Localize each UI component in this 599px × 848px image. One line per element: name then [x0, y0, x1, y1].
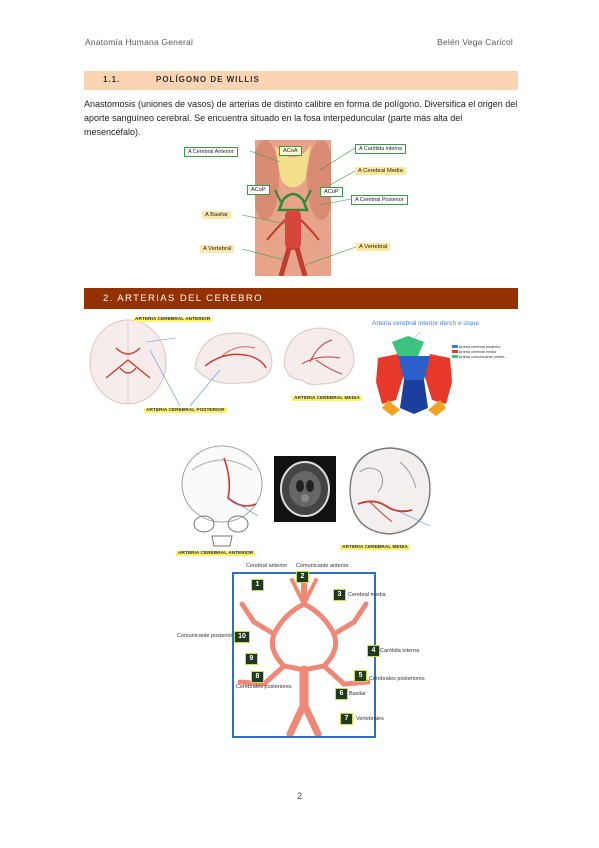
colored-brain-legend: Arteria cerebral posterior Arteria cereb…: [452, 345, 507, 360]
row1-label-anterior: ARTERIA CEREBRAL ANTERIOR: [133, 317, 213, 322]
label-vertebral-left: A Vertebral: [200, 245, 235, 253]
label-cerebral-media-fig: Cerebral media: [348, 592, 386, 598]
numbered-willis-drawing: [237, 578, 371, 736]
badge-3: 3: [333, 589, 346, 601]
brain-medial-image: [194, 332, 273, 384]
row1-right-title: Arteria cerebral interior derch e izque: [372, 320, 479, 327]
header-left: Anatomía Humana General: [85, 37, 194, 47]
label-vertebrales: Vertebrales: [356, 716, 384, 722]
label-carotida-interna-fig: Carótida interna: [380, 648, 420, 654]
row2-label-media: ARTERIA CEREBRAL MEDIA: [340, 545, 410, 550]
label-comunicante-anterior: Comunicante anterior: [296, 563, 349, 569]
label-basilar: A Basilar: [202, 211, 231, 219]
section-1-title: POLÍGONO DE WILLIS: [156, 75, 260, 84]
definition-paragraph: Anastomosis (uniones de vasos) de arteri…: [84, 99, 518, 137]
label-cerebral-anterior-top: Cerebral anterior: [246, 563, 288, 569]
label-cerebrales-posteriores-left: Cerebrales posteriores: [236, 684, 292, 690]
legend-media: Arteria cerebral media: [458, 350, 497, 354]
ct-scan-image: [274, 456, 336, 522]
label-acoa: ACoA: [279, 146, 302, 156]
label-cerebral-media: A Cerebral Media: [355, 167, 406, 175]
colored-brain-image: [376, 331, 452, 416]
label-acop-left: ACoP: [247, 185, 270, 195]
badge-7: 7: [340, 713, 353, 725]
willis-figure: A Cerebral Anterior A Basilar A Vertebra…: [180, 140, 420, 280]
badge-8: 8: [251, 671, 264, 683]
badge-2: 2: [296, 571, 309, 583]
legend-posterior: Arteria cerebral posterior: [458, 345, 501, 349]
brain-lateral-image: [283, 327, 355, 385]
section-1-number: 1.1.: [103, 75, 121, 84]
label-cerebrales-posteriores-right: Cerebrales posteriores: [369, 676, 425, 682]
willis-photo: [255, 140, 331, 276]
section-2-heading: 2. ARTERIAS DEL CEREBRO: [84, 288, 518, 309]
section-1-heading: 1.1. POLÍGONO DE WILLIS: [84, 71, 518, 90]
label-cerebral-posterior: A Cerebral Posterior: [351, 195, 408, 205]
skull-anterior-image: [181, 445, 263, 547]
row1-leader-lines: [149, 349, 221, 407]
label-comunicante-posterior: Comunicante posterior: [177, 633, 233, 639]
header-right: Belén Vega Caricol: [437, 37, 513, 47]
label-vertebral-right: A Vertebral: [356, 243, 391, 251]
row1-label-posterior: ARTERIA CEREBRAL POSTERIOR: [144, 408, 227, 413]
row1-label-media: ARTERIA CEREBRAL MEDIA: [292, 396, 362, 401]
brain-coronal-image: [349, 447, 431, 535]
label-carotida-interna: A Carótida interna: [355, 144, 407, 154]
badge-9: 9: [245, 653, 258, 665]
badge-6: 6: [335, 688, 348, 700]
willis-leader-lines: [241, 147, 357, 266]
label-acop-right: ACoP: [320, 187, 343, 197]
badge-10: 10: [234, 631, 250, 643]
brain-inferior-image: [89, 319, 177, 405]
badge-1: 1: [251, 579, 264, 591]
label-basilar-fig: Basilar: [349, 691, 366, 697]
section-2-title: 2. ARTERIAS DEL CEREBRO: [103, 293, 263, 304]
label-cerebral-anterior: A Cerebral Anterior: [184, 147, 238, 157]
row2-label-anterior: ARTERIA CEREBRAL ANTERIOR: [176, 551, 256, 556]
legend-comunicante: Arteria comunicante poster...: [458, 355, 508, 359]
badge-4: 4: [367, 645, 380, 657]
badge-5: 5: [354, 670, 367, 682]
page-number: 2: [296, 791, 302, 801]
